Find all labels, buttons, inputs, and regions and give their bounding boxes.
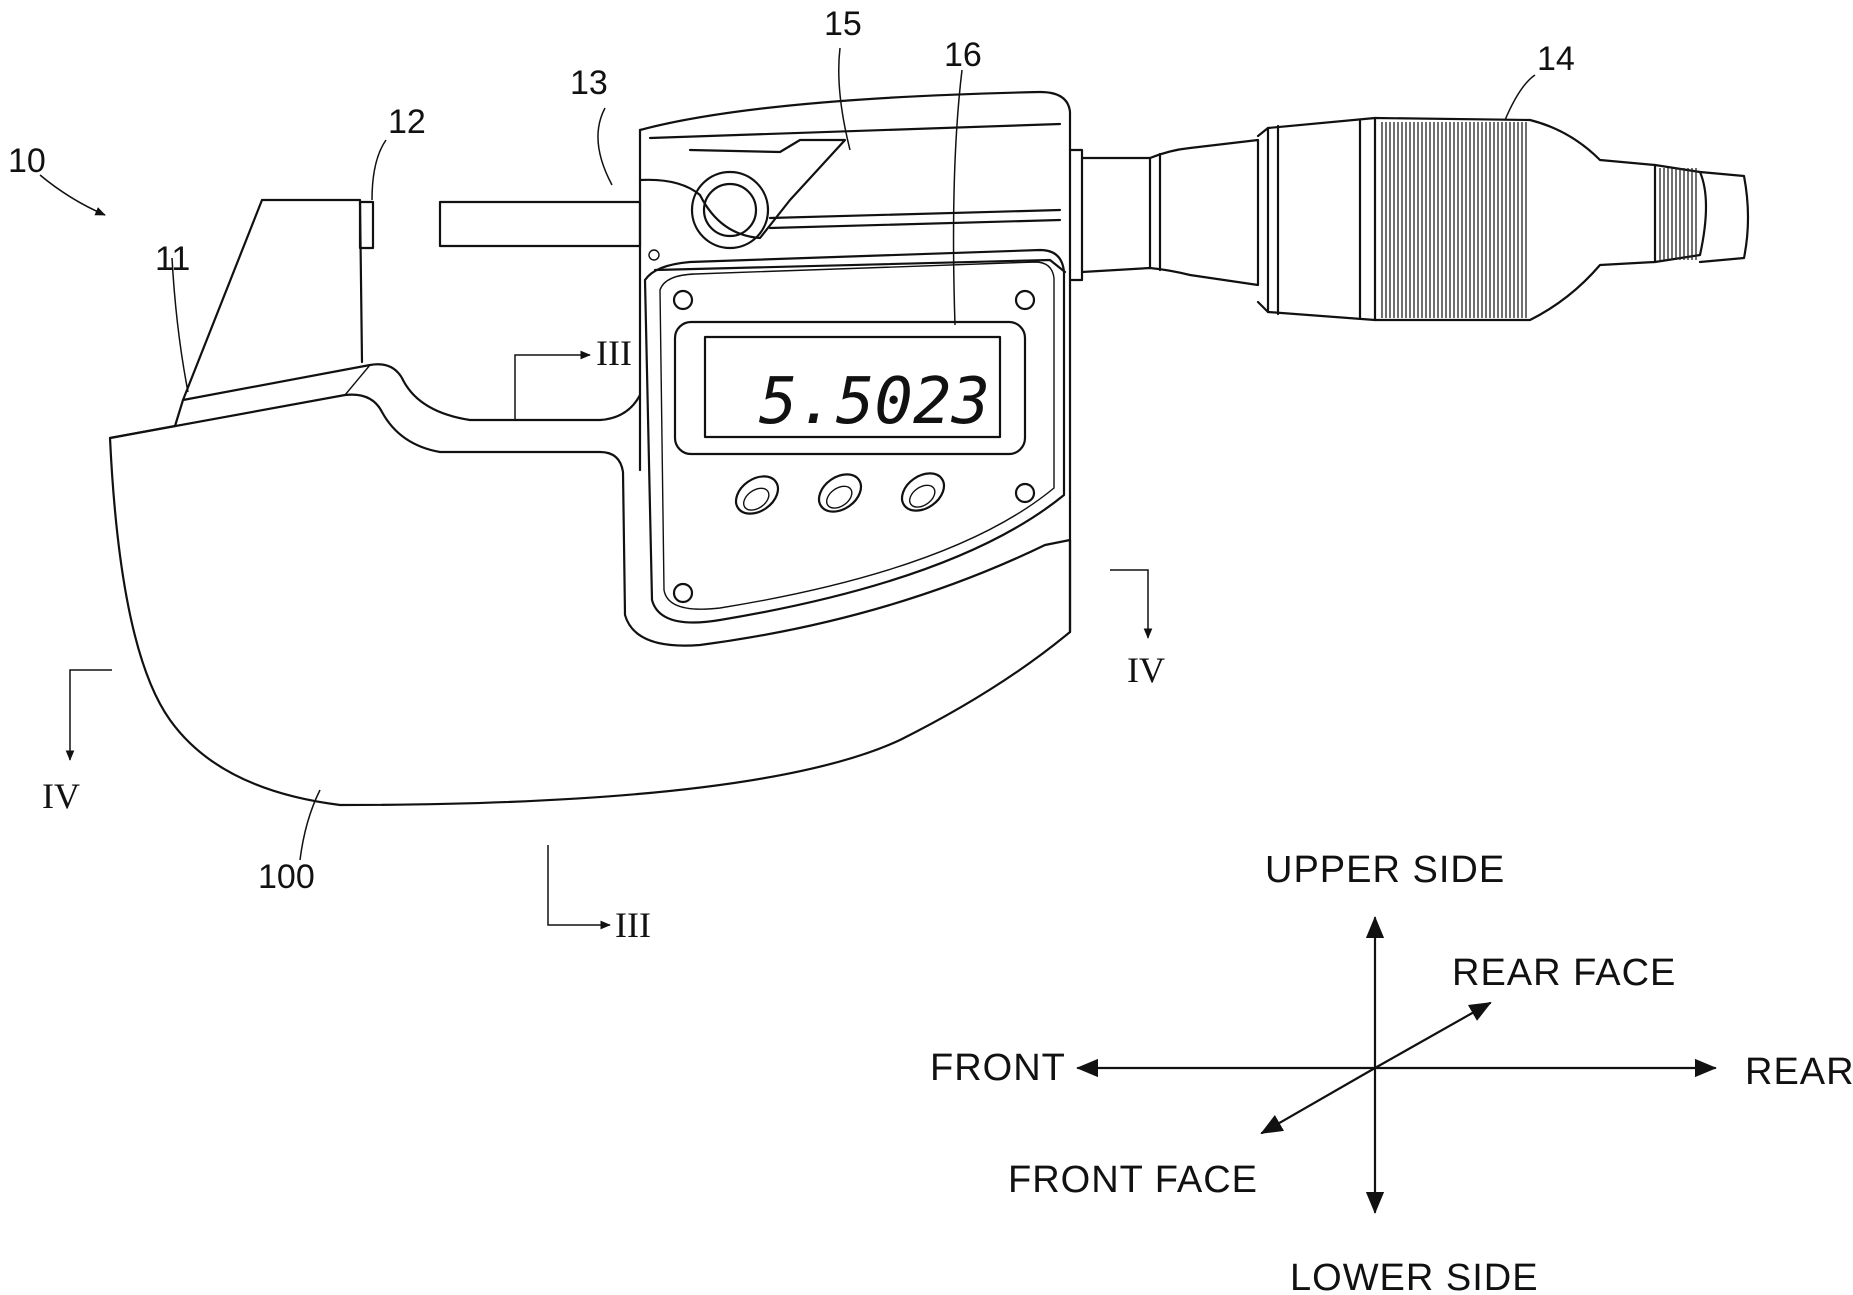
ref-device: 10 (8, 142, 46, 180)
label-front-face: FRONT FACE (1008, 1159, 1258, 1201)
button-2 (812, 467, 868, 520)
control-buttons (729, 466, 951, 522)
direction-legend: UPPER SIDE LOWER SIDE FRONT REAR REAR FA… (930, 849, 1853, 1295)
label-upper-side: UPPER SIDE (1265, 849, 1505, 891)
section-iv-left: IV (42, 776, 80, 816)
ref-display: 16 (944, 36, 982, 74)
arrow-rear-face (1375, 1003, 1490, 1068)
ref-anvil-face: 12 (388, 103, 426, 141)
label-rear-face: REAR FACE (1452, 952, 1676, 994)
section-markers (70, 355, 1148, 925)
ref-spindle: 13 (570, 64, 608, 102)
lcd-display: 5.5023 (675, 322, 1025, 454)
button-3 (895, 466, 951, 519)
ref-anvil: 11 (155, 240, 190, 278)
ref-clamp: 15 (824, 5, 862, 43)
label-front: FRONT (930, 1047, 1066, 1089)
section-iv-right: IV (1127, 650, 1165, 690)
ref-frame: 100 (258, 858, 315, 896)
button-1 (729, 469, 785, 522)
arrow-front-face (1262, 1068, 1375, 1133)
section-iii-bottom: III (615, 905, 651, 945)
ref-thimble: 14 (1537, 40, 1575, 78)
thimble-assembly (1070, 118, 1748, 320)
label-lower-side: LOWER SIDE (1290, 1257, 1539, 1295)
label-rear: REAR (1745, 1051, 1853, 1093)
knurling (1382, 122, 1526, 318)
section-labels: III III IV IV (42, 333, 1165, 945)
section-iii-top: III (596, 333, 632, 373)
tip-knurling (1660, 168, 1696, 260)
reference-numerals: 10 11 12 13 14 15 16 100 (8, 5, 1575, 896)
display-reading: 5.5023 (759, 365, 990, 439)
spindle (440, 202, 640, 246)
